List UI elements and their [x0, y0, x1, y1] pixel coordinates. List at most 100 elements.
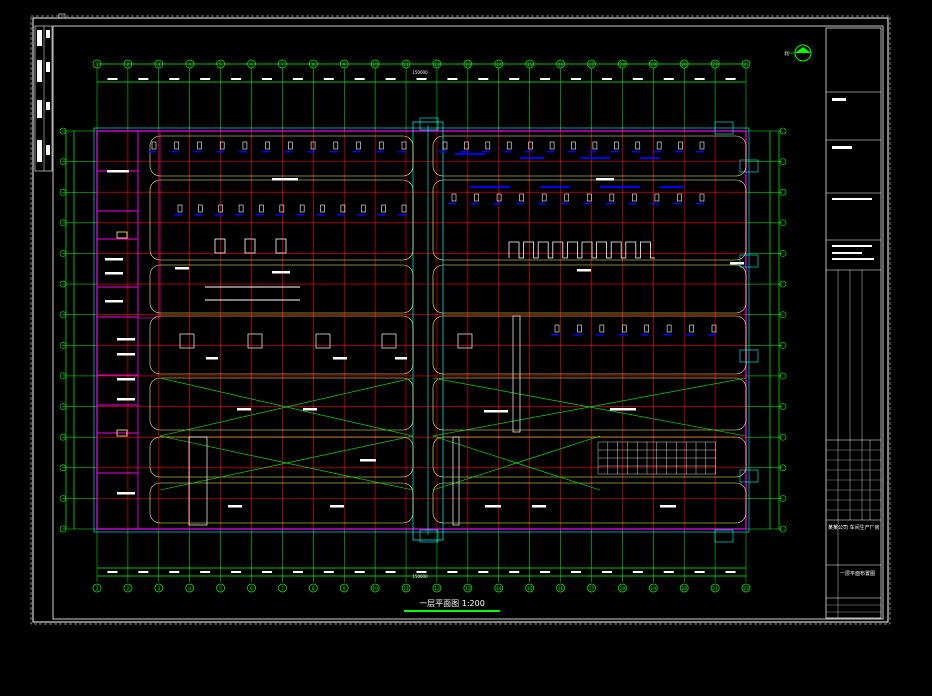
pipeline-segment: [520, 157, 544, 159]
row-bubble: [59, 433, 67, 441]
column-bubble: [308, 59, 318, 69]
column-label: 20: [681, 62, 687, 68]
overall-dimension-bottom: 150000: [412, 574, 428, 579]
machine-unit: [151, 141, 157, 150]
pipeline-segment: [600, 186, 640, 188]
annotation-label: [107, 170, 129, 173]
north-arrow-label: 北: [784, 50, 789, 57]
title-block: [825, 27, 882, 619]
annotation-label: [730, 262, 744, 265]
door-bay: [739, 349, 759, 363]
column-label: 7: [281, 586, 284, 592]
column-label: 12: [434, 586, 440, 592]
aisle-zone: [432, 436, 747, 478]
office-room: [96, 472, 139, 530]
dimension-text-mark: [261, 571, 272, 573]
row-bubble: [59, 464, 67, 472]
office-room: [96, 238, 139, 288]
column-bubble: [278, 583, 287, 593]
machine-unit-label: [174, 214, 182, 216]
column-bubble: [247, 583, 256, 593]
column-bubble: [216, 59, 225, 69]
open-area-diagonal: [159, 435, 414, 491]
dimension-text-mark: [509, 78, 520, 80]
machine-unit: [299, 204, 305, 213]
column-bubble: [618, 583, 627, 593]
machine-unit-label: [588, 151, 597, 153]
column-label: 2: [126, 62, 129, 68]
machine-unit-label: [674, 151, 683, 153]
machine-unit: [592, 141, 598, 150]
annotation-label: [577, 269, 591, 272]
column-bubble: [463, 583, 473, 593]
machine-unit-label: [329, 151, 338, 153]
column-bubble: [278, 59, 287, 69]
column-label: 16: [558, 586, 564, 592]
column-bubble: [587, 59, 596, 69]
machine-unit: [656, 141, 662, 150]
machine-unit: [519, 193, 524, 202]
machine-unit: [242, 141, 248, 150]
column-bubble: [679, 59, 689, 69]
machine-unit: [356, 141, 361, 150]
column-bubble: [123, 583, 133, 593]
machine-unit-label: [610, 151, 619, 153]
annotation-label: [237, 408, 251, 411]
machine-unit-label: [439, 151, 447, 153]
drawing-caption: 一层平面图 1:200: [404, 598, 500, 612]
column-label: 10: [372, 586, 378, 592]
aisle-zone: [432, 135, 747, 177]
large-equipment: [244, 238, 256, 254]
office-room: [96, 404, 139, 434]
column-label: 18: [620, 586, 626, 592]
dimension-text-mark: [601, 571, 612, 573]
machine-unit-label: [235, 214, 244, 216]
row-bubble: [779, 464, 787, 472]
machine-unit-label: [261, 151, 270, 153]
annotation-label: [272, 178, 298, 181]
machine-unit: [571, 141, 576, 150]
column-label: 8: [312, 62, 315, 68]
dimension-text-mark: [261, 78, 272, 80]
row-bubble: [59, 127, 67, 135]
dimension-text-mark: [663, 78, 674, 80]
column-bubble: [339, 59, 349, 69]
machine-unit: [711, 324, 717, 333]
dimension-text-mark: [323, 571, 334, 573]
column-bubble: [556, 583, 565, 593]
north-arrow-icon: [787, 44, 812, 62]
machine-unit-label: [567, 151, 576, 153]
workstation: [381, 333, 397, 349]
dimension-text-mark: [138, 78, 149, 80]
dimension-text-mark: [601, 78, 612, 80]
machine-unit-label: [503, 151, 512, 153]
dimension-text-mark: [540, 571, 551, 573]
pipeline-segment: [470, 186, 510, 188]
machine-unit-label: [316, 214, 325, 216]
row-bubble: [59, 495, 67, 502]
column-bubble: [185, 59, 195, 69]
row-bubble: [59, 342, 67, 349]
dimension-text-mark: [385, 78, 396, 80]
column-label: 4: [188, 586, 191, 592]
machine-unit-label: [448, 203, 456, 205]
machine-unit-label: [307, 151, 316, 153]
machine-unit: [654, 193, 660, 202]
row-bubble: [779, 311, 787, 318]
dimension-text-mark: [632, 571, 643, 573]
machine-unit: [360, 204, 366, 213]
machine-unit-label: [583, 203, 592, 205]
machine-unit-label: [524, 151, 533, 153]
dimension-text-mark: [694, 571, 705, 573]
dimension-text-mark: [354, 571, 365, 573]
machine-unit-label: [148, 151, 156, 153]
column-bubble: [710, 583, 720, 593]
annotation-label: [484, 410, 508, 413]
row-bubble: [779, 342, 787, 349]
column-label: 6: [250, 586, 253, 592]
machine-unit-label: [214, 214, 223, 216]
machine-unit: [288, 141, 293, 150]
column-bubble: [308, 583, 318, 593]
machine-unit-label: [194, 214, 203, 216]
